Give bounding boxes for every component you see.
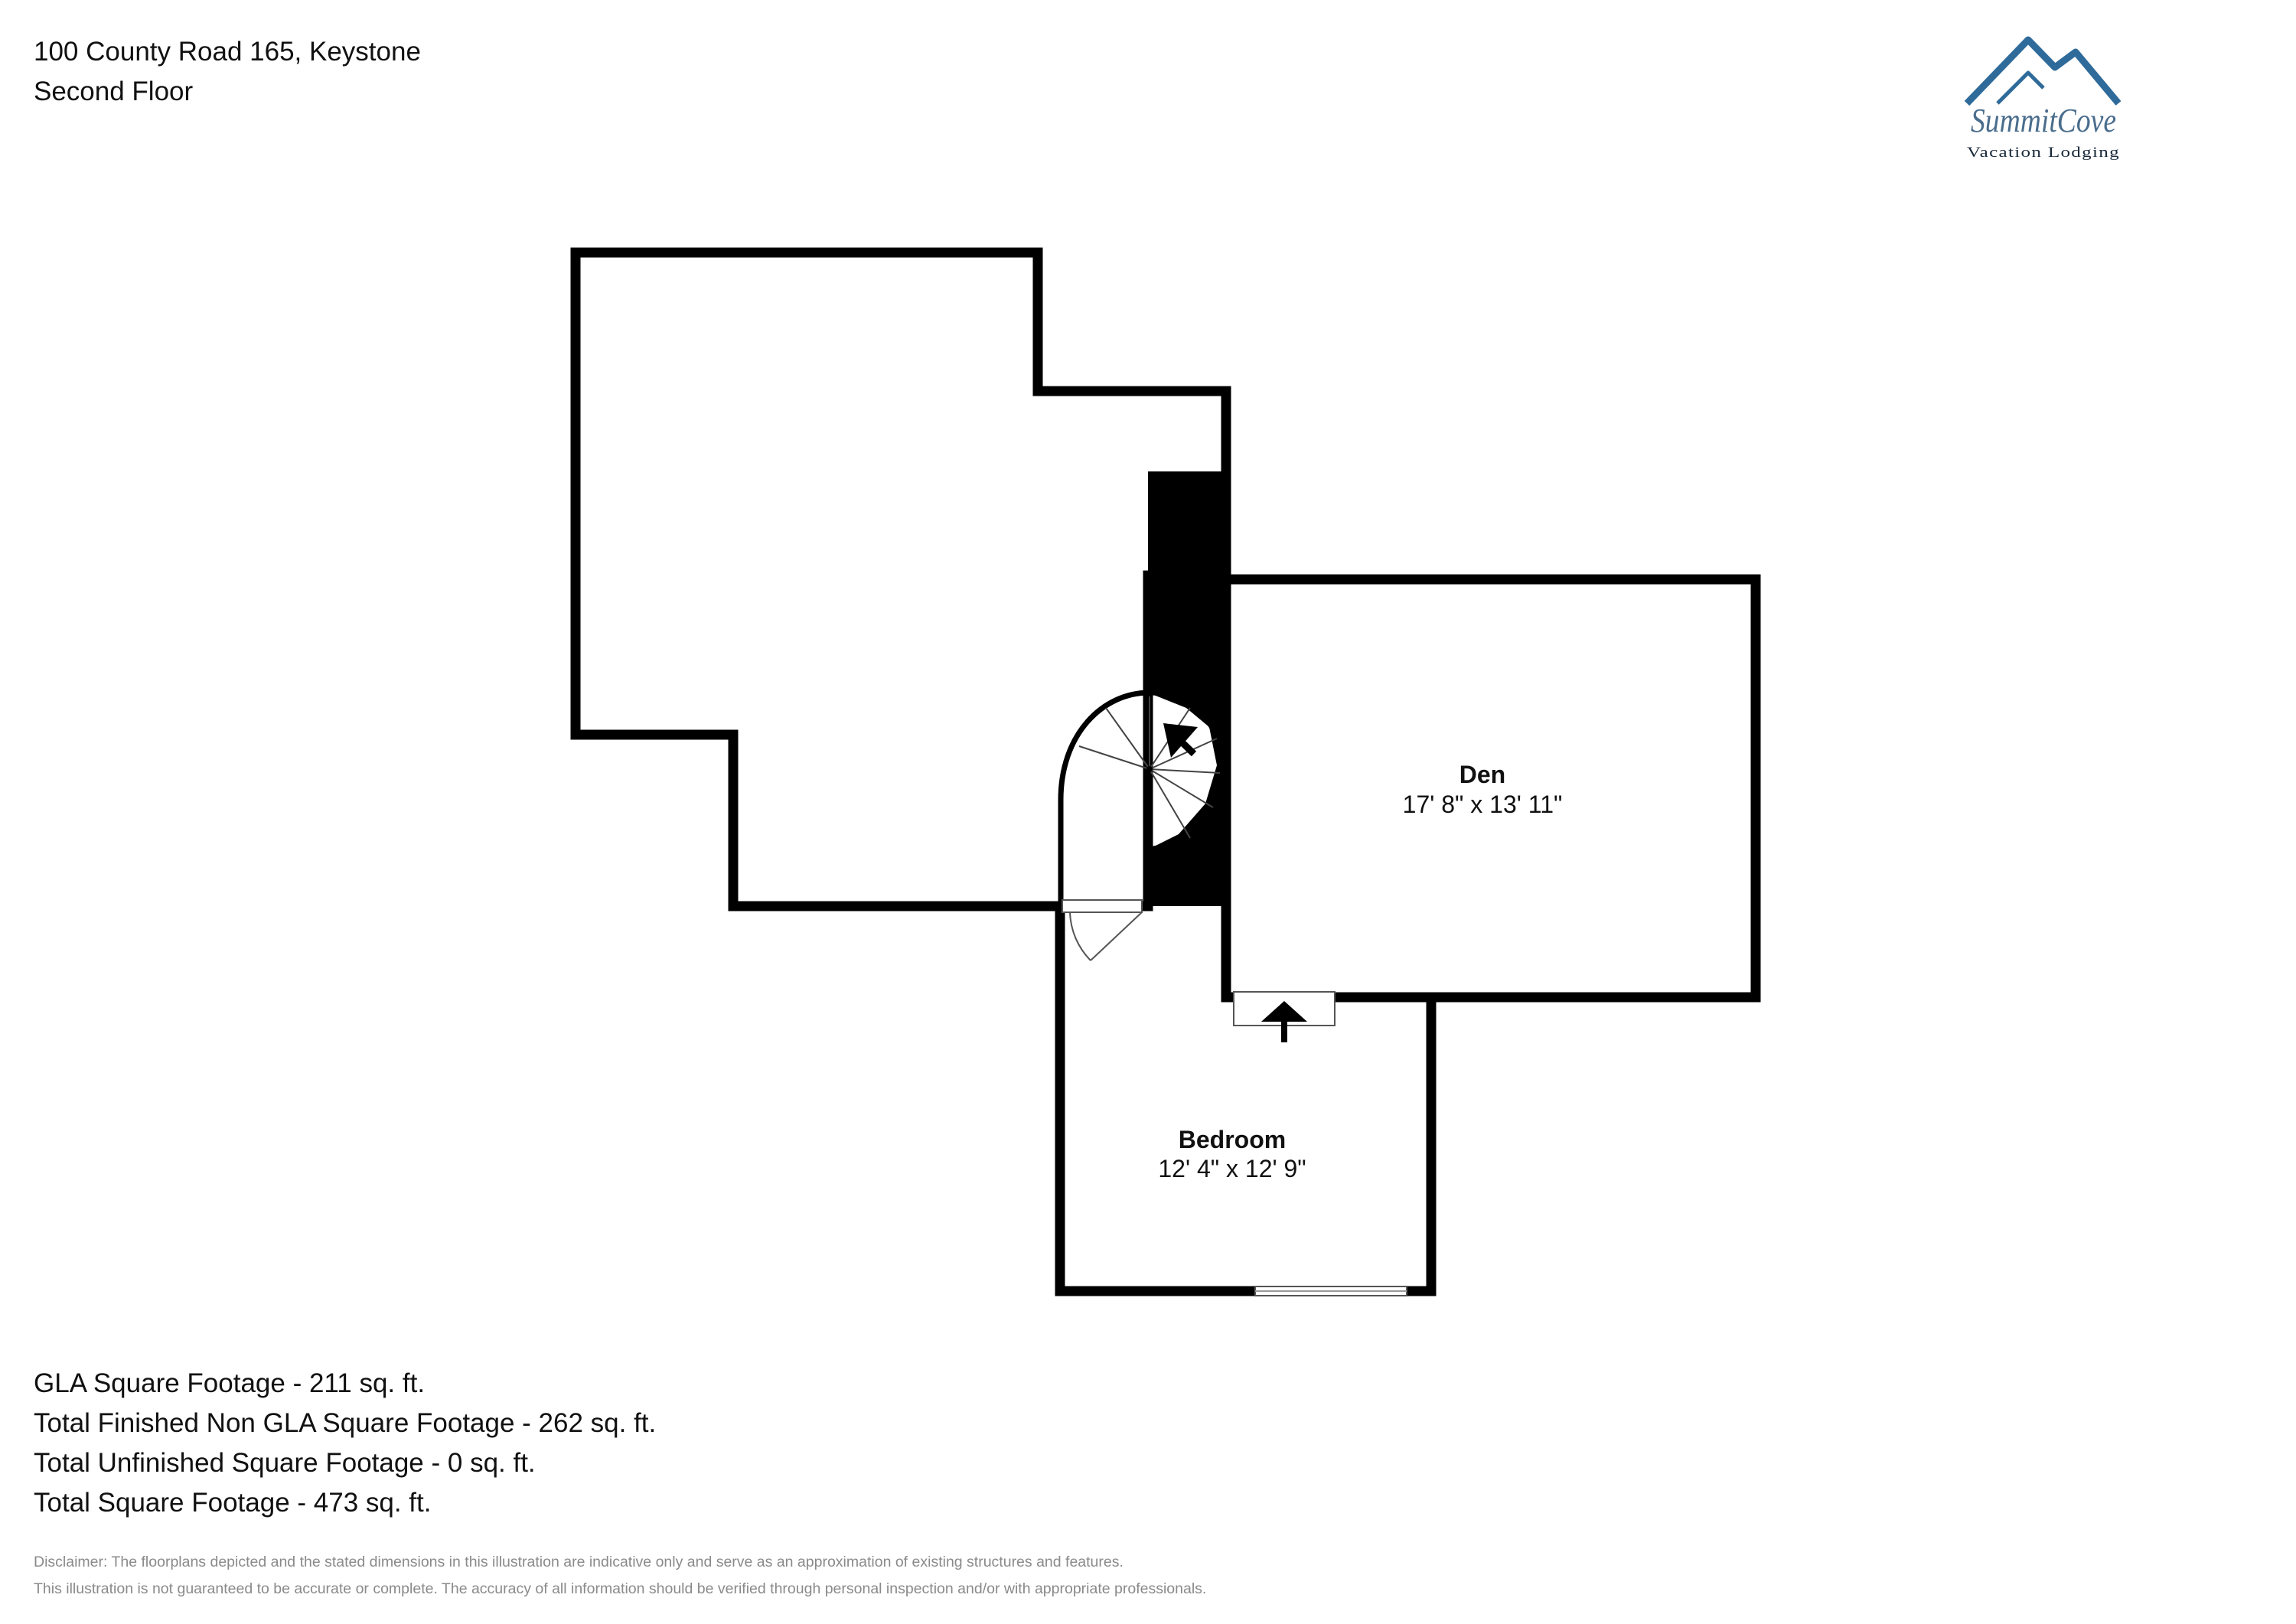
bedroom-walls xyxy=(1055,906,1437,1296)
logo-brand: SummitCove xyxy=(1971,102,2116,139)
den-arrow-icon xyxy=(1261,1001,1307,1022)
mountain-icon xyxy=(1964,36,2122,106)
plan-header: 100 County Road 165, Keystone Second Flo… xyxy=(34,32,421,112)
floor-label: Second Floor xyxy=(34,77,194,106)
total-footage: Total Square Footage - 473 sq. ft. xyxy=(34,1488,432,1518)
unfinished-footage: Total Unfinished Square Footage - 0 sq. … xyxy=(34,1448,536,1478)
mountain-inner-icon xyxy=(1996,70,2045,105)
non-gla-footage: Total Finished Non GLA Square Footage - … xyxy=(34,1408,657,1438)
spiral-staircase xyxy=(1058,690,1226,906)
disclaimer-line-2: This illustration is not guaranteed to b… xyxy=(34,1580,1207,1597)
disclaimer-line-1: Disclaimer: The floorplans depicted and … xyxy=(34,1554,1124,1570)
den-walls xyxy=(1221,574,1761,1003)
chimney-block xyxy=(1148,471,1226,906)
bedroom-window xyxy=(1254,1286,1407,1296)
bedroom-door xyxy=(1062,899,1143,961)
bedroom-dimensions: 12' 4" x 12' 9" xyxy=(1158,1155,1306,1182)
summitcove-logo: SummitCove Vacation Lodging xyxy=(1964,36,2122,161)
gla-footage: GLA Square Footage - 211 sq. ft. xyxy=(34,1368,426,1398)
address-label: 100 County Road 165, Keystone xyxy=(34,37,421,67)
den-opening xyxy=(1233,991,1336,1042)
square-footage-summary: GLA Square Footage - 211 sq. ft. Total F… xyxy=(34,1364,656,1523)
den-label: Den xyxy=(1459,761,1505,788)
bedroom-label: Bedroom xyxy=(1179,1126,1286,1153)
stair-arrowhead-icon xyxy=(1163,723,1198,758)
upper-left-area-walls xyxy=(570,247,1231,911)
den-dimensions: 17' 8" x 13' 11" xyxy=(1403,791,1563,818)
disclaimer: Disclaimer: The floorplans depicted and … xyxy=(34,1549,1206,1603)
logo-tagline: Vacation Lodging xyxy=(1967,145,2120,161)
